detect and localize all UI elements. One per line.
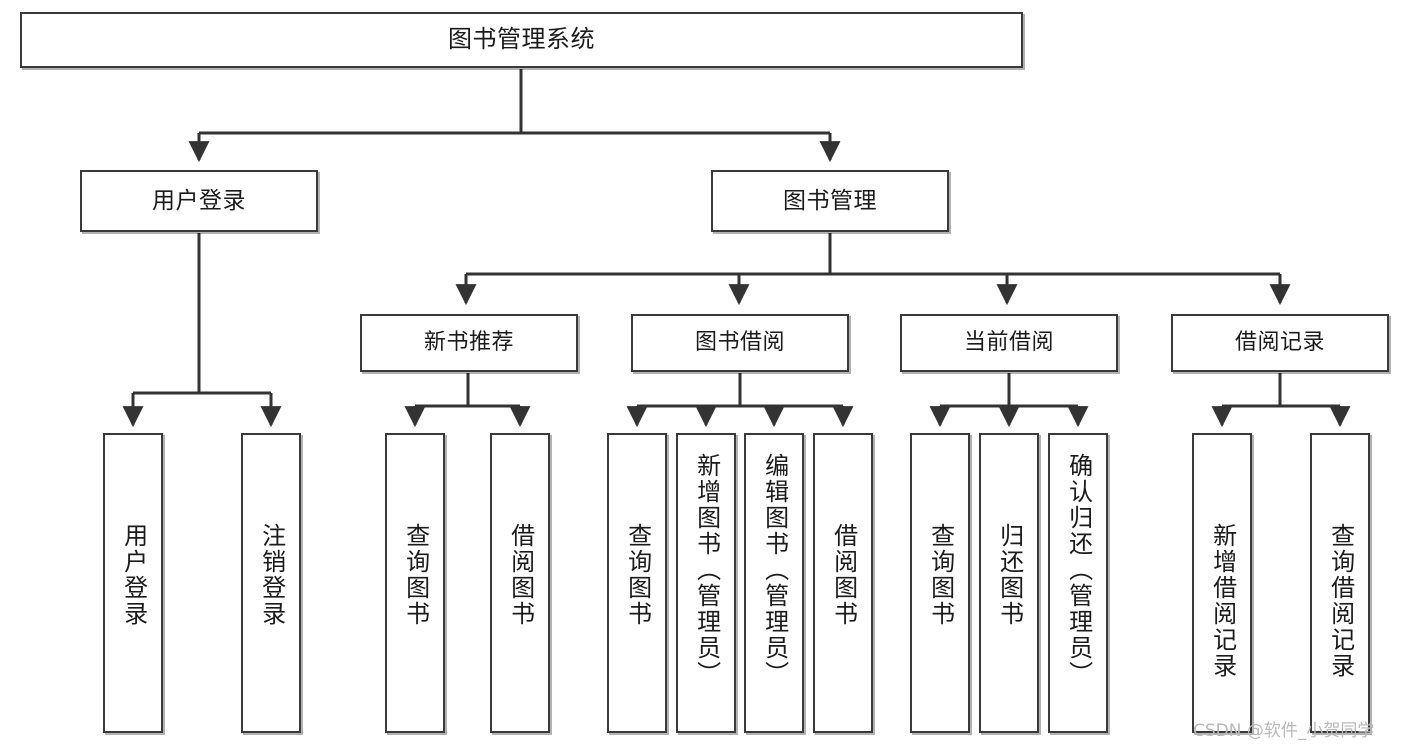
leaf-add-book-admin-label: 新增图书（管理员）: [692, 453, 721, 687]
leaf-logout[interactable]: 注销登录: [241, 433, 301, 733]
leaf-query-borrow-record-label: 查询借阅记录: [1326, 523, 1355, 679]
node-new-book-recommend-label: 新书推荐: [423, 329, 514, 355]
node-borrow-record[interactable]: 借阅记录: [1171, 314, 1389, 372]
leaf-add-borrow-record[interactable]: 新增借阅记录: [1192, 433, 1252, 733]
leaf-add-book-admin[interactable]: 新增图书（管理员）: [676, 433, 736, 733]
leaf-query-book-current[interactable]: 查询图书: [910, 433, 970, 733]
leaf-user-login-label: 用户登录: [119, 523, 148, 627]
leaf-confirm-return-admin-label: 确认归还（管理员）: [1064, 453, 1093, 687]
leaf-borrow-book[interactable]: 借阅图书: [813, 433, 873, 733]
leaf-query-book-recommend-label: 查询图书: [401, 523, 430, 627]
node-new-book-recommend[interactable]: 新书推荐: [360, 314, 578, 372]
leaf-query-borrow-record[interactable]: 查询借阅记录: [1310, 433, 1370, 733]
leaf-query-book-borrow-label: 查询图书: [623, 523, 652, 627]
watermark: CSDN @软件_小贺同学: [1193, 721, 1375, 741]
node-book-management-label: 图书管理: [783, 187, 877, 214]
node-user-login[interactable]: 用户登录: [80, 170, 318, 232]
node-book-borrow-label: 图书借阅: [694, 329, 785, 355]
node-borrow-record-label: 借阅记录: [1234, 329, 1325, 355]
leaf-return-book[interactable]: 归还图书: [979, 433, 1039, 733]
leaf-borrow-book-recommend[interactable]: 借阅图书: [490, 433, 550, 733]
leaf-user-login[interactable]: 用户登录: [103, 433, 163, 733]
node-user-login-label: 用户登录: [152, 187, 246, 214]
node-root-label: 图书管理系统: [448, 25, 595, 54]
leaf-borrow-book-label: 借阅图书: [829, 523, 858, 627]
leaf-query-book-current-label: 查询图书: [926, 523, 955, 627]
leaf-logout-label: 注销登录: [257, 523, 286, 627]
node-book-borrow[interactable]: 图书借阅: [631, 314, 849, 372]
leaf-edit-book-admin-label: 编辑图书（管理员）: [760, 453, 789, 687]
node-current-borrow[interactable]: 当前借阅: [900, 314, 1118, 372]
node-book-management[interactable]: 图书管理: [711, 170, 949, 232]
leaf-query-book-recommend[interactable]: 查询图书: [385, 433, 445, 733]
leaf-confirm-return-admin[interactable]: 确认归还（管理员）: [1048, 433, 1108, 733]
leaf-add-borrow-record-label: 新增借阅记录: [1208, 523, 1237, 679]
node-current-borrow-label: 当前借阅: [963, 329, 1054, 355]
leaf-query-book-borrow[interactable]: 查询图书: [607, 433, 667, 733]
leaf-edit-book-admin[interactable]: 编辑图书（管理员）: [744, 433, 804, 733]
node-root[interactable]: 图书管理系统: [20, 12, 1023, 68]
leaf-return-book-label: 归还图书: [995, 523, 1024, 627]
leaf-borrow-book-recommend-label: 借阅图书: [506, 523, 535, 627]
